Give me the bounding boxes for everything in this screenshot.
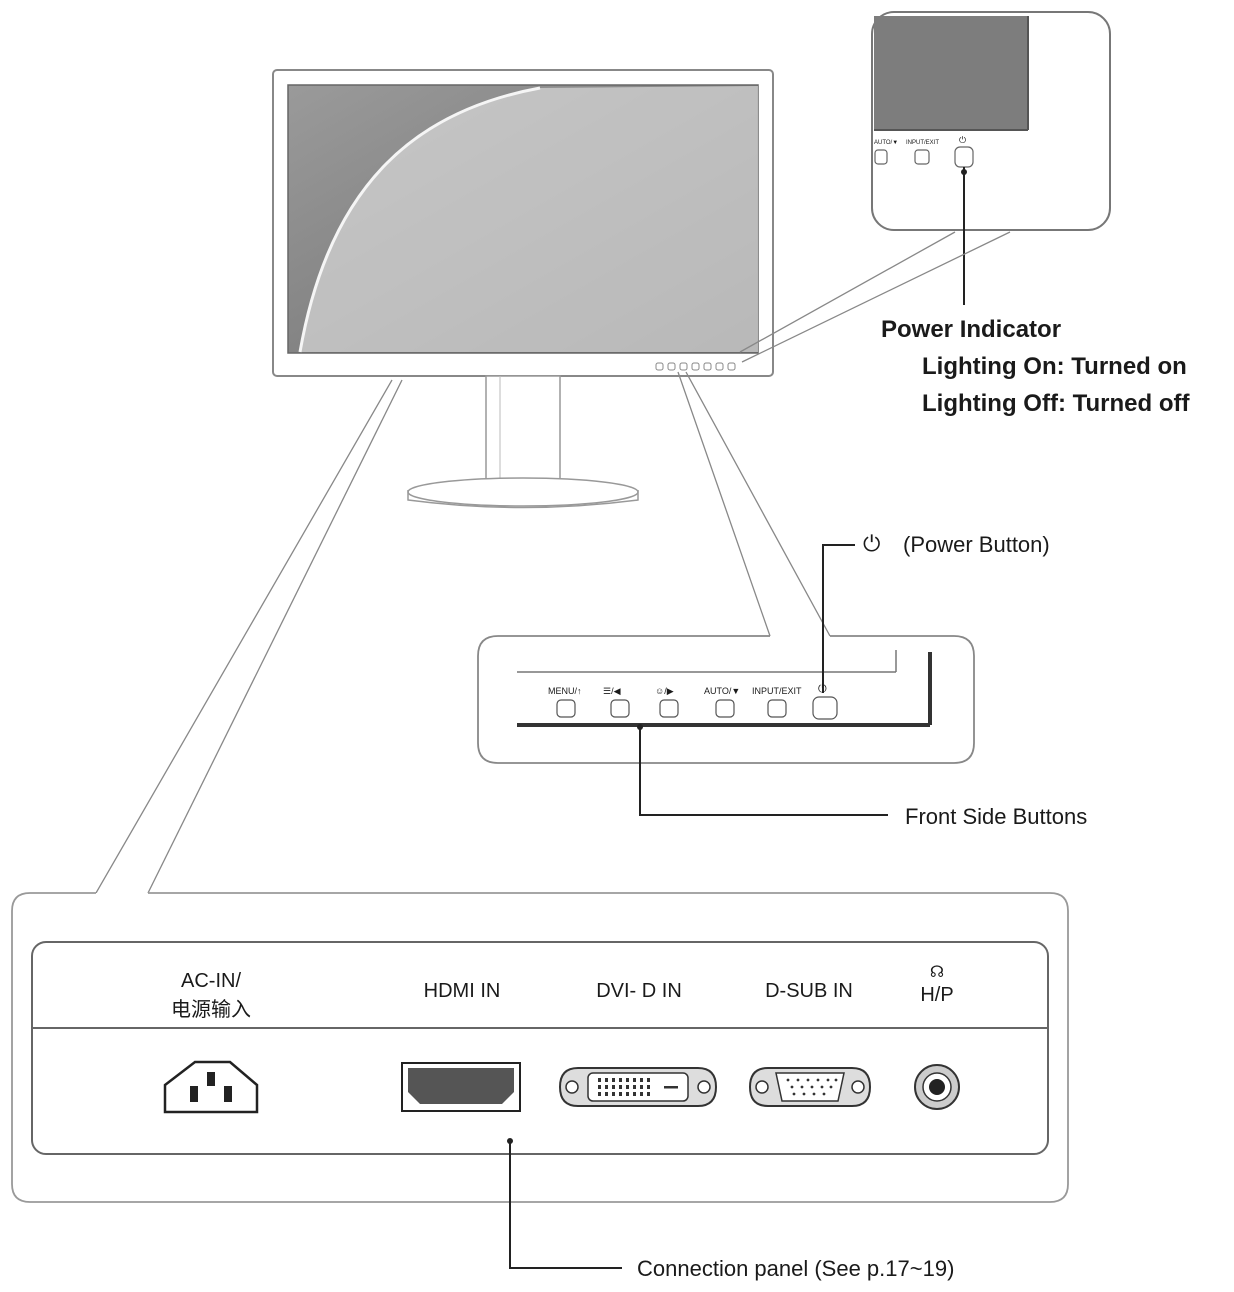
dvi-port-icon	[558, 1067, 718, 1107]
connection-panel-callout	[507, 1138, 622, 1269]
dvi-d-in-label: DVI- D IN	[596, 980, 682, 1002]
headphone-jack-icon	[914, 1064, 960, 1110]
hdmi-in-label: HDMI IN	[423, 980, 501, 1002]
inset-leader-lines	[739, 231, 1011, 363]
inset-input-label: INPUT/EXIT	[906, 140, 940, 146]
right-button-label: ☺/▶	[655, 686, 674, 696]
d-sub-in-label: D-SUB IN	[765, 980, 853, 1002]
connection-panel-label: Connection panel (See p.17~19)	[637, 1256, 955, 1281]
headphone-icon: ☊	[929, 964, 945, 981]
ac-in-label-line1: AC-IN/	[181, 970, 241, 992]
ac-in-port-icon	[163, 1060, 259, 1114]
menu-button	[556, 699, 576, 718]
power-indicator-on-text: Lighting On: Turned on	[922, 353, 1187, 380]
monitor-front-view	[272, 69, 774, 509]
inset-auto-label: AUTO/▼	[874, 140, 899, 146]
front-buttons-panel	[477, 635, 975, 764]
right-button	[659, 699, 679, 718]
power-button	[812, 696, 838, 720]
inset-power-symbol: ⏻	[959, 135, 967, 145]
auto-button-label: AUTO/▼	[704, 686, 741, 696]
power-indicator-inset	[871, 11, 1111, 305]
power-symbol-icon: ⏻	[863, 531, 881, 556]
hdmi-port-icon	[401, 1062, 521, 1112]
menu-button-label: MENU/↑	[548, 686, 582, 696]
left-button	[610, 699, 630, 718]
dsub-port-icon	[748, 1067, 872, 1107]
input-button-label: INPUT/EXIT	[752, 686, 802, 696]
power-button-symbol: ⏻	[818, 683, 827, 695]
input-button	[767, 699, 787, 718]
hp-label: H/P	[920, 984, 954, 1006]
left-button-label: ☰/◀	[603, 686, 621, 696]
power-indicator-off-text: Lighting Off: Turned off	[922, 390, 1190, 417]
front-buttons-callout	[637, 724, 888, 816]
power-button-callout	[822, 544, 855, 693]
power-button-label: (Power Button)	[903, 532, 1050, 557]
front-side-buttons-label: Front Side Buttons	[905, 804, 1088, 829]
auto-button	[715, 699, 735, 718]
front-panel-leader-lines	[677, 371, 831, 637]
ac-in-label-line2: 电源输入	[171, 999, 251, 1021]
connection-panel	[11, 892, 1069, 1203]
front-mini-buttons	[655, 362, 736, 371]
ac-in-label: AC-IN/ 电源输入	[170, 970, 252, 1022]
connection-leader-lines	[95, 379, 403, 894]
power-indicator-title: Power Indicator	[881, 316, 1062, 343]
